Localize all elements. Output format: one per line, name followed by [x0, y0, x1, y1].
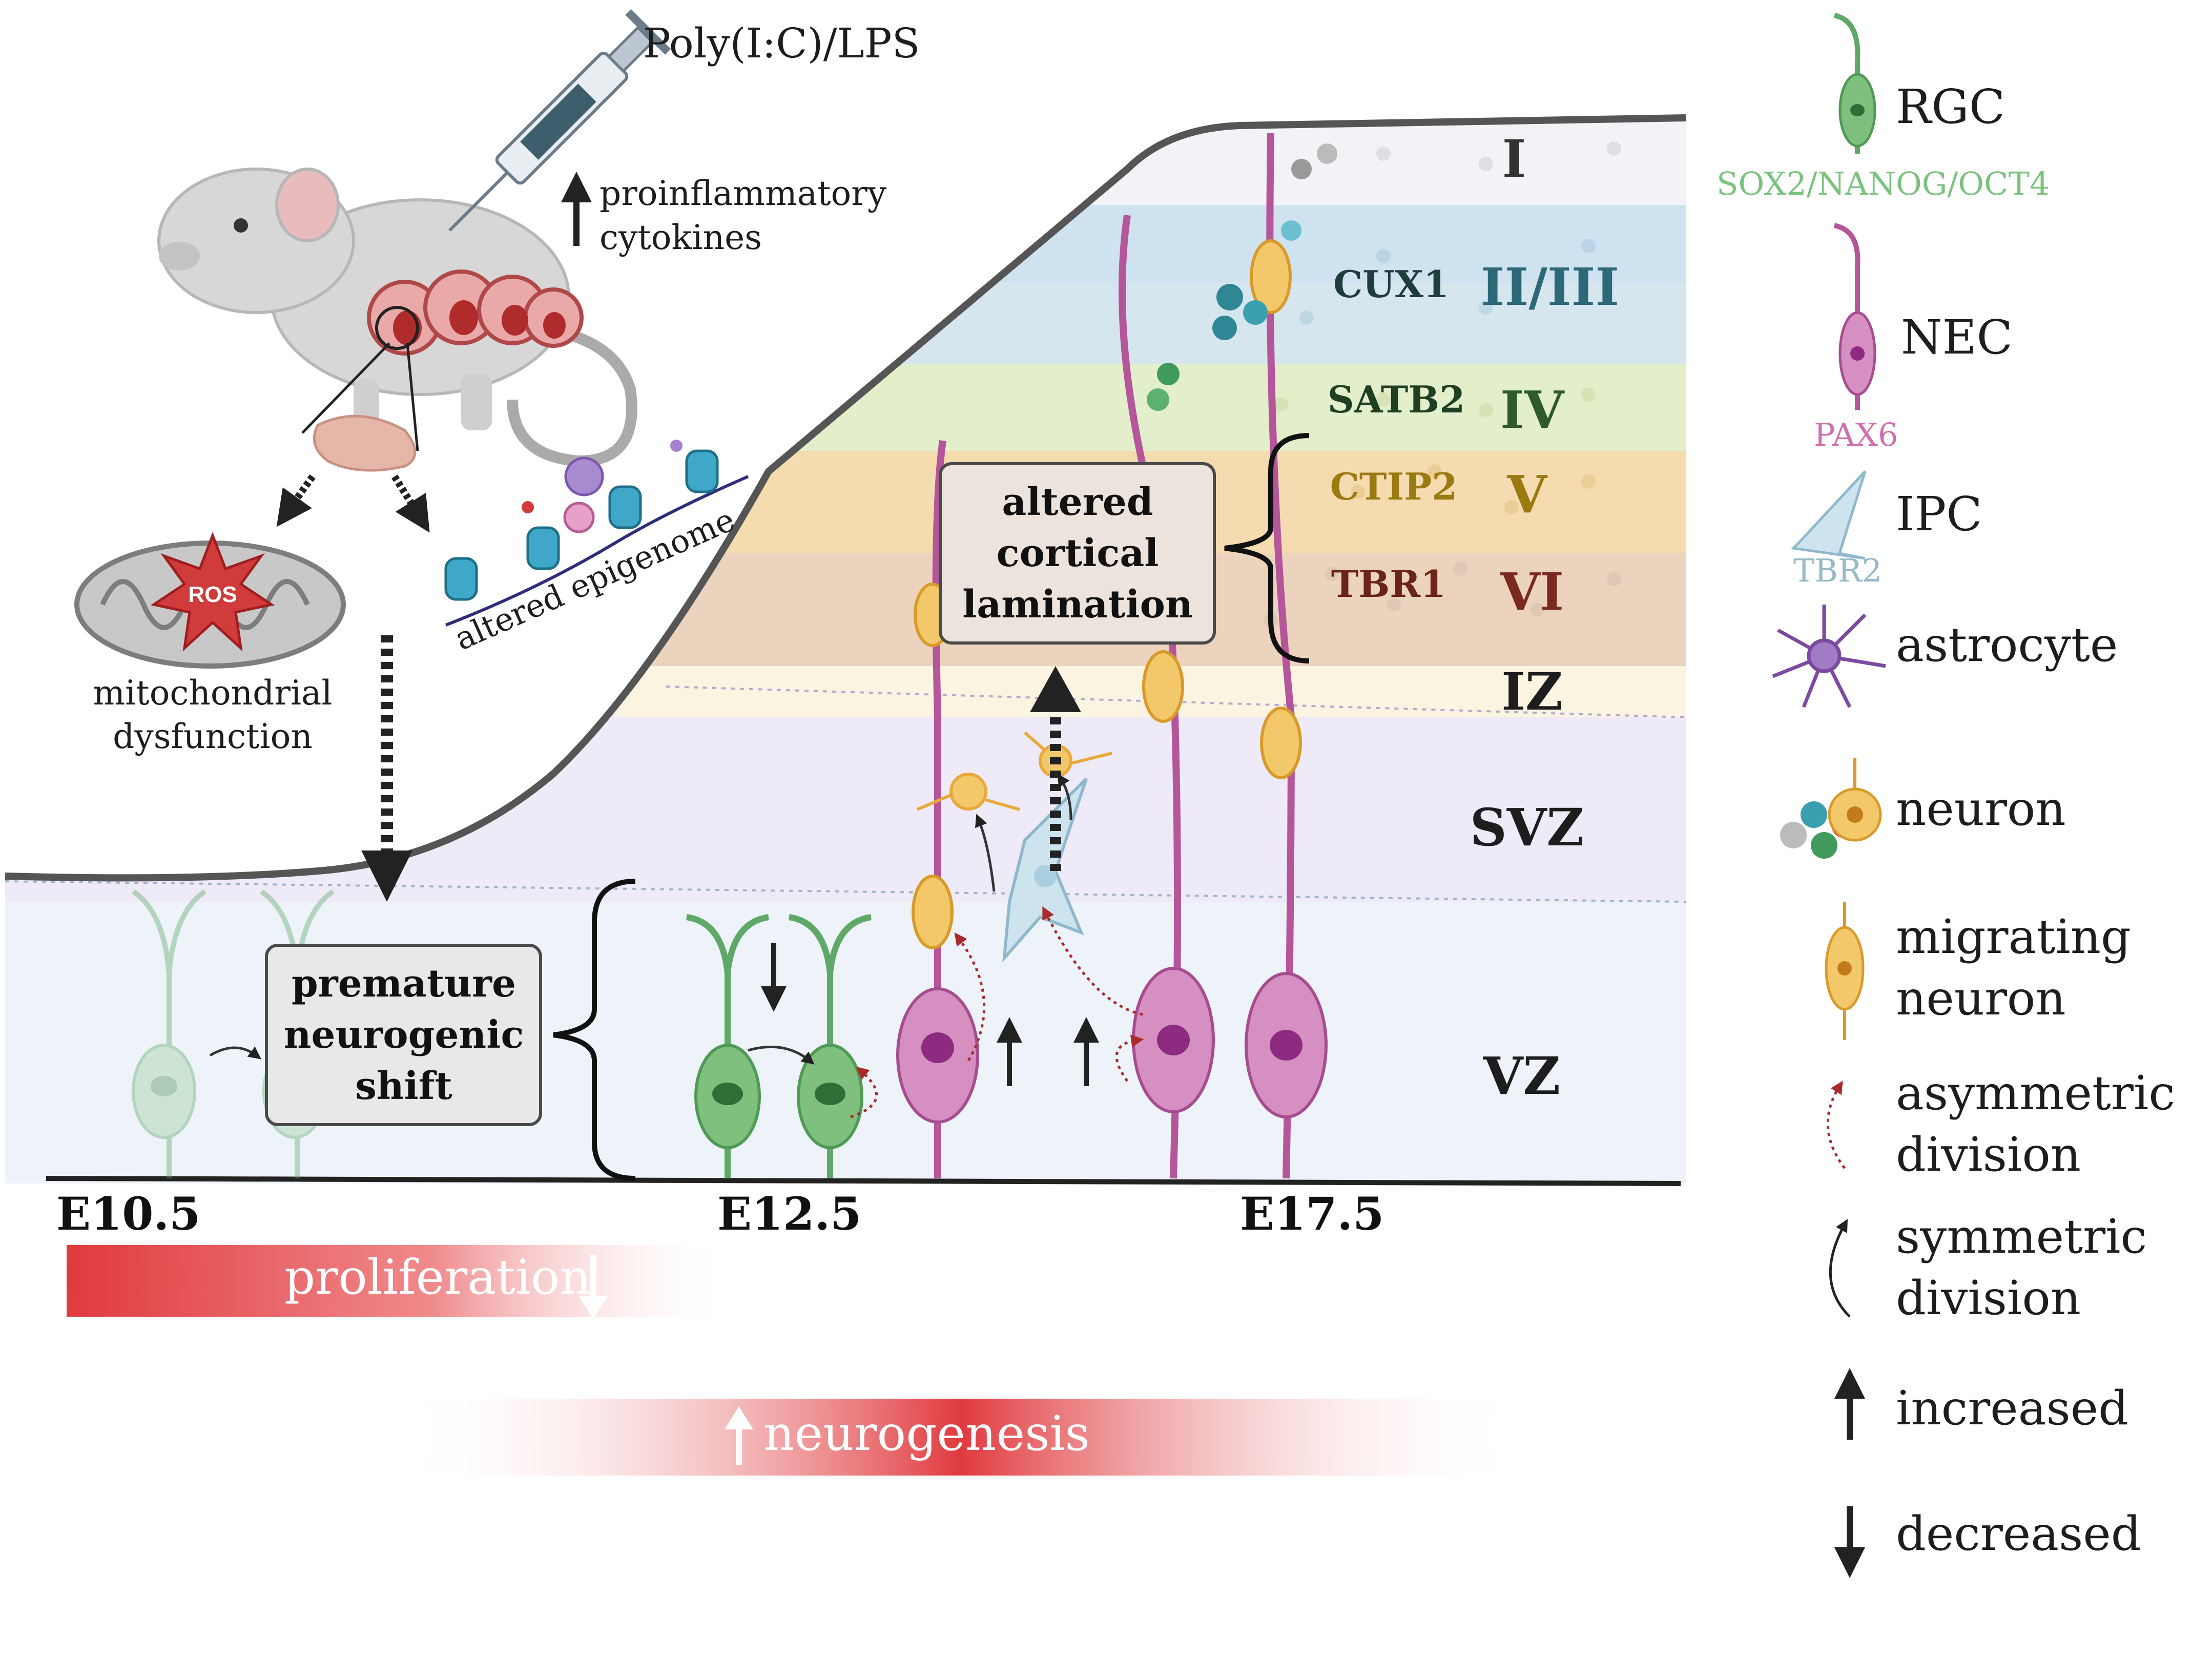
embryo-brain: [313, 414, 417, 472]
increase-arrows: [997, 1017, 1099, 1086]
brain-split-arrows: [276, 474, 430, 533]
mitochondrion: [74, 532, 346, 669]
legend-rgc-markers: SOX2/NANOG/OCT4: [1717, 165, 2050, 202]
marker-ctip2: CTIP2: [1330, 465, 1458, 508]
zone-V: V: [1506, 464, 1547, 525]
injection-agent: Poly(I:C)/LPS: [643, 19, 920, 67]
lamination-box: altered cortical lamination: [939, 462, 1216, 645]
mito-label-1: mitochondrial: [93, 673, 332, 713]
legend-decreased: decreased: [1896, 1506, 2141, 1561]
legend-migrating-1: migrating: [1896, 909, 2131, 964]
legend-increased: increased: [1896, 1381, 2128, 1436]
legend-nec-marker: PAX6: [1814, 416, 1898, 453]
rgc-pair-e12: [686, 914, 872, 1178]
neurogenesis-label: neurogenesis: [763, 1406, 1090, 1462]
proliferation-bar: proliferation: [67, 1245, 733, 1319]
syringe-icon: [448, 9, 671, 232]
pregnant-mouse: [157, 168, 637, 467]
legend-rgc-icon: [1833, 13, 1876, 154]
legend-asym-1: asymmetric: [1896, 1066, 2175, 1121]
zone-VZ: VZ: [1483, 1046, 1561, 1106]
ros-label: ROS: [188, 582, 237, 607]
legend-sym-1: symmetric: [1896, 1209, 2147, 1264]
legend-ipc-marker: TBR2: [1793, 552, 1882, 589]
legend-asym-arrow: [1826, 1081, 1846, 1169]
zone-II-III: II/III: [1481, 257, 1619, 317]
legend-nec: NEC: [1901, 310, 2013, 365]
legend-nec-icon: [1833, 223, 1876, 410]
stage-e12-5: E12.5: [717, 1187, 861, 1240]
legend-migrating-2: neuron: [1896, 971, 2066, 1026]
stage-e17-5: E17.5: [1240, 1187, 1384, 1240]
legend-ipc-icon: [1790, 470, 1867, 560]
lamination-line-1: altered: [1002, 480, 1153, 524]
premature-line-3: shift: [355, 1064, 452, 1108]
symmetric-division-arrows: [209, 773, 1072, 1065]
cytokine-label-1: proinflammatory: [599, 174, 887, 213]
stage-e10-5: E10.5: [56, 1187, 200, 1240]
zone-VI: VI: [1500, 562, 1564, 622]
zone-I: I: [1502, 129, 1526, 189]
zone-SVZ: SVZ: [1470, 797, 1584, 858]
legend-astrocyte: astrocyte: [1896, 617, 2118, 672]
migrating-neurons: [912, 239, 1302, 949]
migration-arrow: [1030, 666, 1081, 871]
ipc-cell: [1002, 777, 1088, 963]
legend-sym-2: division: [1896, 1271, 2081, 1325]
nec-cells: [896, 133, 1328, 1179]
cytokine-label-2: cytokines: [599, 218, 762, 257]
premature-line-1: premature: [292, 962, 516, 1006]
premature-shift-box: premature neurogenic shift: [265, 944, 542, 1126]
legend-ipc: IPC: [1896, 487, 1982, 542]
epigenome-illustration: [444, 440, 749, 627]
legend-asym-2: division: [1896, 1127, 2081, 1182]
legend-rgc: RGC: [1896, 79, 2005, 134]
proliferation-label: proliferation: [284, 1250, 591, 1305]
zone-IV: IV: [1500, 380, 1565, 440]
neuron-texture: [1264, 141, 1621, 627]
marker-cux1: CUX1: [1333, 262, 1449, 306]
legend-neuron-icon: [1780, 758, 1882, 859]
marker-satb2: SATB2: [1328, 378, 1465, 421]
legend: RGC SOX2/NANOG/OCT4 NEC PAX6 IPC TBR2 as…: [1717, 13, 2175, 1578]
neurogenesis-bar: neurogenesis: [405, 1399, 1517, 1476]
legend-sym-arrow: [1829, 1219, 1851, 1318]
marker-tbr1: TBR1: [1331, 562, 1446, 606]
premature-brace: [553, 879, 636, 1181]
lamination-line-3: lamination: [962, 583, 1193, 627]
zone-IZ: IZ: [1501, 661, 1563, 722]
mito-label-2: dysfunction: [113, 717, 313, 756]
layer-neurons-cluster: [1147, 143, 1337, 411]
lamination-brace: [1224, 433, 1310, 663]
legend-neuron: neuron: [1896, 781, 2066, 836]
legend-migrating-icon: [1825, 902, 1865, 1040]
causal-arrow: [361, 635, 412, 902]
legend-astrocyte-icon: [1772, 605, 1886, 708]
lamination-line-2: cortical: [997, 531, 1159, 575]
premature-line-2: neurogenic: [284, 1013, 524, 1057]
